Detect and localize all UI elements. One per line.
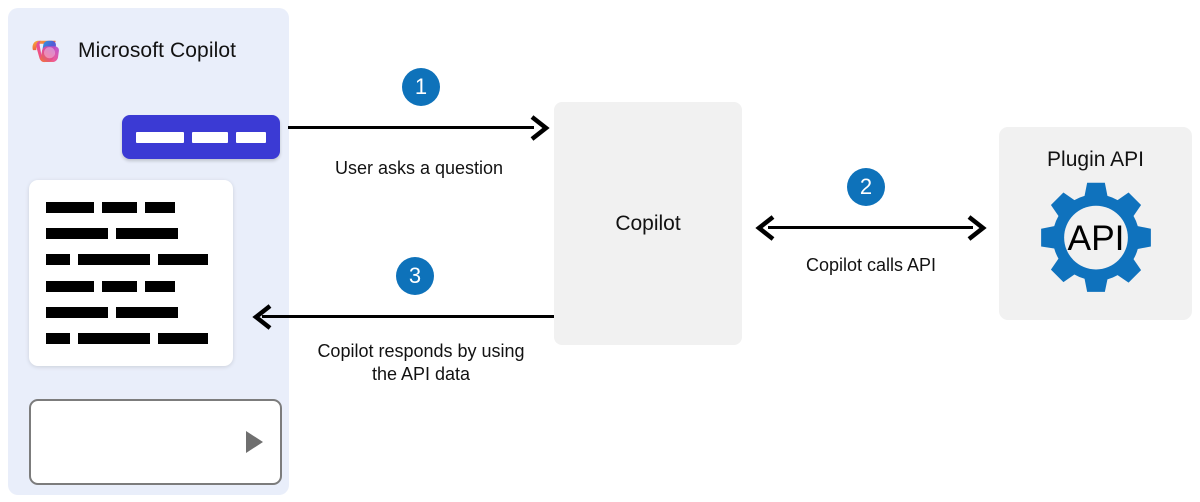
flow-3-step-badge: 3	[396, 257, 434, 295]
flow-1-step-badge: 1	[402, 68, 440, 106]
response-text-block	[46, 202, 94, 213]
copilot-node: Copilot	[554, 102, 742, 345]
copilot-response-card	[29, 180, 233, 366]
flow-2-step-badge: 2	[847, 168, 885, 206]
chat-input-box[interactable]	[29, 399, 282, 485]
response-text-block	[116, 228, 178, 240]
response-text-line	[46, 228, 216, 240]
flow-1-arrowhead-right-icon	[530, 115, 550, 141]
response-text-block	[116, 306, 178, 318]
gear-api-text: API	[1067, 219, 1124, 258]
response-text-block	[102, 202, 137, 213]
flow-2-label: Copilot calls API	[805, 255, 937, 275]
plugin-api-label: Plugin API	[1047, 148, 1144, 171]
response-text-line	[46, 280, 216, 292]
plugin-api-node: Plugin API API	[999, 127, 1192, 320]
response-text-block	[46, 332, 70, 344]
flow-2-line	[768, 226, 973, 229]
response-text-block	[145, 280, 175, 292]
copilot-brand: Microsoft Copilot	[30, 34, 236, 68]
prompt-suggestion-bar[interactable]	[122, 115, 280, 159]
response-text-line	[46, 306, 216, 318]
response-text-block	[46, 254, 70, 266]
flow-3-label: Copilot responds by using the API data	[317, 341, 525, 385]
response-text-block	[158, 254, 208, 266]
response-text-block	[158, 332, 208, 344]
flow-1-line	[288, 126, 534, 129]
response-text-block	[78, 332, 150, 344]
gear-icon: API	[1040, 182, 1151, 292]
response-text-block	[46, 228, 108, 240]
prompt-bar-segment	[136, 131, 184, 143]
flow-2-arrowhead-left-icon	[755, 215, 775, 241]
response-text-line	[46, 254, 216, 266]
flow-3-line	[262, 315, 554, 318]
microsoft-copilot-logo-icon	[32, 40, 59, 63]
prompt-bar-segment	[236, 131, 266, 143]
response-text-line	[46, 332, 216, 344]
response-text-block	[46, 306, 108, 318]
send-triangle-icon[interactable]	[246, 431, 263, 453]
copilot-brand-label: Microsoft Copilot	[78, 39, 237, 62]
response-text-block	[145, 202, 175, 213]
response-text-block	[102, 280, 137, 292]
prompt-bar-segment	[192, 131, 228, 143]
copilot-app-panel: Microsoft Copilot	[8, 8, 289, 495]
flow-2-arrowhead-right-icon	[967, 215, 987, 241]
copilot-node-label: Copilot	[615, 211, 681, 235]
flow-3-arrowhead-left-icon	[252, 304, 272, 330]
flow-1-label: User asks a question	[334, 158, 504, 178]
response-text-block	[78, 254, 150, 266]
response-text-block	[46, 280, 94, 292]
response-text-line	[46, 202, 216, 213]
